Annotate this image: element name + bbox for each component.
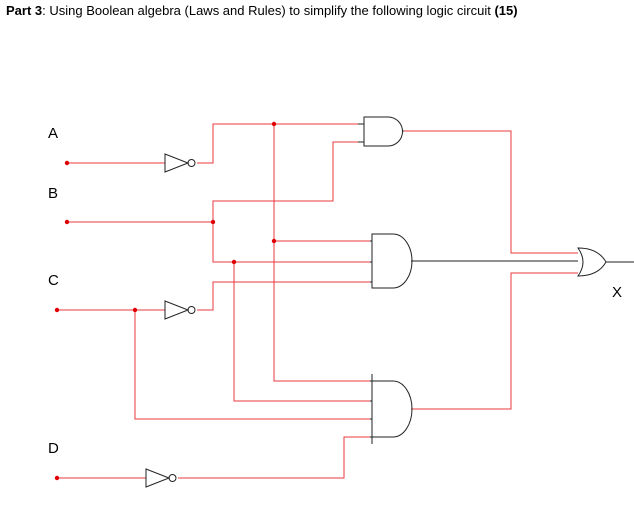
input-label-b: B	[48, 185, 59, 202]
junction-dots	[54, 121, 277, 481]
not-gate-d	[145, 468, 177, 488]
input-label-d: D	[48, 440, 59, 457]
input-node-a	[64, 160, 70, 166]
not-gate-c	[164, 300, 196, 320]
wire-not-c-out	[197, 281, 370, 311]
wire-b-and3	[233, 262, 370, 402]
input-label-a: A	[48, 125, 59, 142]
junction-c	[132, 307, 138, 313]
gates	[145, 116, 634, 488]
wire-and3-or	[411, 272, 578, 410]
input-node-b	[64, 219, 70, 225]
wire-c-and3	[134, 310, 370, 420]
and-gate-1	[358, 116, 404, 147]
junction-b-low	[231, 259, 237, 265]
wire-not-a-trunk	[273, 124, 370, 382]
points-value: (15)	[494, 3, 518, 18]
part-label: Part 3	[6, 3, 43, 18]
input-node-c	[54, 307, 60, 313]
and-gate-3	[370, 374, 413, 444]
problem-title: Part 3: Using Boolean algebra (Laws and …	[6, 3, 518, 18]
wire-not-a-out	[197, 123, 358, 164]
junction-b	[210, 219, 216, 225]
not-gate-a	[164, 153, 196, 173]
or-gate	[577, 247, 634, 277]
wire-b-up	[212, 141, 358, 222]
problem-statement: : Using Boolean algebra (Laws and Rules)…	[42, 3, 495, 18]
input-label-c: C	[48, 272, 59, 289]
wire-not-d-out	[178, 436, 370, 479]
wires	[57, 123, 578, 479]
wire-b-down	[212, 222, 370, 263]
junction-a-mid	[271, 238, 277, 244]
output-label-x: X	[612, 284, 623, 301]
wire-and1-or	[402, 130, 578, 254]
and-gate-2	[370, 233, 578, 289]
junction-a-top	[271, 121, 277, 127]
input-node-d	[54, 475, 60, 481]
